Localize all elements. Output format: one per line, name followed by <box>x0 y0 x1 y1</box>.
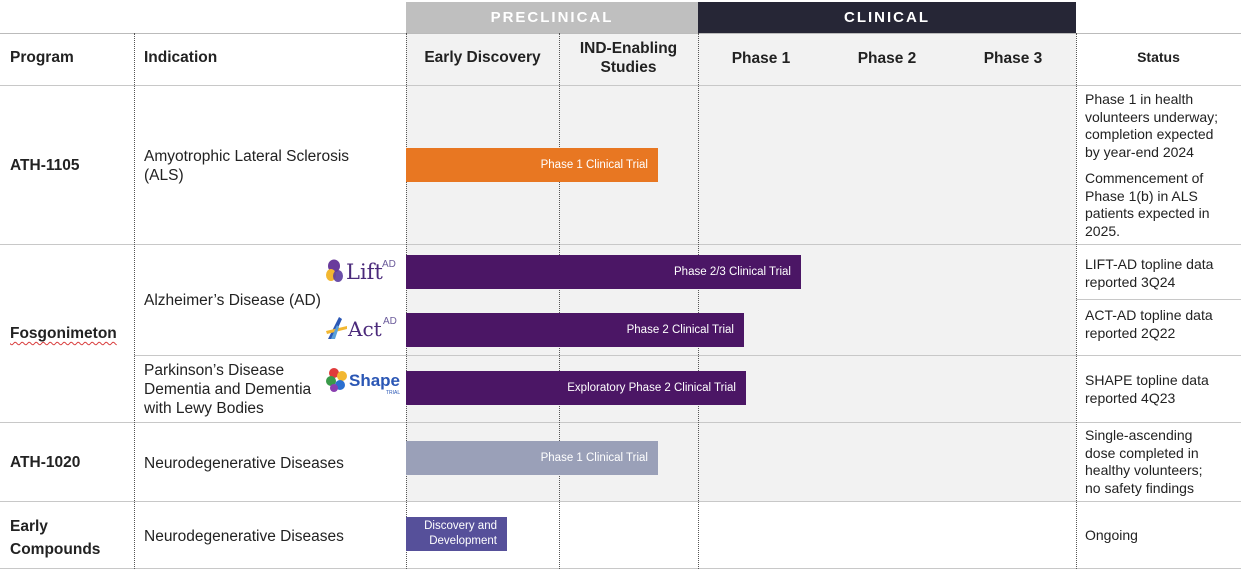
act-logo-sup: AD <box>383 316 397 327</box>
header-indication: Indication <box>144 49 218 66</box>
shape-logo-mark <box>326 368 347 392</box>
header-phase1: Phase 1 <box>731 50 791 67</box>
status-ath-1020-line: Single-ascending <box>1085 427 1193 443</box>
progress-bar-act-ad: Phase 2 Clinical Trial <box>406 313 744 347</box>
indication-als-line1: Amyotrophic Lateral Sclerosis <box>144 148 350 165</box>
shape-logo-text: Shape <box>349 371 401 390</box>
progress-bar-shape: Exploratory Phase 2 Clinical Trial <box>406 371 746 405</box>
rule-header <box>0 85 1241 86</box>
status-act-ad: ACT-AD topline data reported 2Q22 <box>1085 307 1237 342</box>
status-ath-1105-b-line: 2025. <box>1085 222 1121 239</box>
rule-ad-pdd <box>134 355 1241 356</box>
act-ad-logo: Act AD <box>325 314 401 342</box>
indication-als: Amyotrophic Lateral Sclerosis (ALS) <box>144 147 349 185</box>
bar-label-ath-1020: Phase 1 Clinical Trial <box>540 452 648 464</box>
status-act-ad-line: ACT-AD topline data <box>1085 307 1213 323</box>
header-ind-enabling-line2: Studies <box>600 59 657 76</box>
status-ath-1105-b-line: Commencement of <box>1085 170 1204 186</box>
col-sep-clinical <box>698 33 699 569</box>
program-early-line1: Early <box>10 518 48 535</box>
header-phase3: Phase 3 <box>983 50 1043 67</box>
lift-logo-mark <box>326 259 343 282</box>
progress-bar-lift-ad: Phase 2/3 Clinical Trial <box>406 255 801 289</box>
status-ath-1020: Single-ascending dose completed in healt… <box>1085 427 1237 497</box>
shape-logo: Shape TRIAL <box>325 366 401 398</box>
status-ath-1105-a-line: Phase 1 in health <box>1085 91 1194 107</box>
header-program: Program <box>10 49 74 66</box>
bar-label-early-line2: Development <box>429 535 497 547</box>
program-early-compounds: Early Compounds <box>10 515 100 561</box>
progress-bar-early-compounds: Discovery and Development <box>406 517 507 551</box>
status-ath-1020-line: dose completed in <box>1085 444 1199 461</box>
program-fosgonimeton: Fosgonimeton <box>10 325 117 343</box>
rule-ath1020 <box>0 501 1241 502</box>
bar-label-shape: Exploratory Phase 2 Clinical Trial <box>567 382 736 394</box>
header-phase2: Phase 2 <box>857 50 917 67</box>
indication-ath-1020: Neurodegenerative Diseases <box>144 455 344 472</box>
col-sep-indication <box>406 33 407 569</box>
rule-bottom <box>0 568 1241 569</box>
bar-label-early-line1: Discovery and <box>424 520 497 532</box>
bar-label-ath-1105: Phase 1 Clinical Trial <box>540 159 648 171</box>
program-early-line2: Compounds <box>10 541 101 558</box>
status-shape: SHAPE topline data reported 4Q23 <box>1085 372 1237 407</box>
shape-logo-sub: TRIAL <box>386 390 401 396</box>
col-sep-status <box>1076 33 1077 569</box>
status-ath-1105-b-line: Phase 1(b) in ALS <box>1085 187 1198 204</box>
act-logo-text: Act <box>348 317 382 341</box>
status-act-ad-line: reported 2Q22 <box>1085 324 1176 341</box>
lift-logo-text: Lift <box>346 260 383 284</box>
indication-pdd-dlb: Parkinson’s Disease Dementia and Dementi… <box>144 361 311 418</box>
status-ath-1020-line: no safety findings <box>1085 479 1194 496</box>
indication-early-compounds: Neurodegenerative Diseases <box>144 528 344 545</box>
progress-bar-ath-1105: Phase 1 Clinical Trial <box>406 148 658 182</box>
program-ath-1020: ATH-1020 <box>10 454 81 471</box>
status-shape-line: reported 4Q23 <box>1085 389 1176 406</box>
rule-top <box>0 33 1241 34</box>
status-ath-1020-line: healthy volunteers; <box>1085 462 1203 478</box>
act-logo-mark <box>326 317 347 339</box>
status-lift-ad-line: LIFT-AD topline data <box>1085 256 1214 272</box>
status-lift-ad: LIFT-AD topline data reported 3Q24 <box>1085 256 1237 291</box>
col-sep-program <box>134 33 135 569</box>
header-status: Status <box>1137 49 1180 65</box>
status-ath-1105-a-line: by year-end 2024 <box>1085 143 1194 160</box>
progress-bar-ath-1020: Phase 1 Clinical Trial <box>406 441 658 475</box>
indication-als-line2: (ALS) <box>144 167 184 184</box>
indication-pdd-line: with Lewy Bodies <box>144 400 264 417</box>
bar-label-lift-ad: Phase 2/3 Clinical Trial <box>674 266 791 278</box>
status-shape-line: SHAPE topline data <box>1085 372 1209 388</box>
status-ath-1105-a-line: volunteers underway; <box>1085 108 1219 125</box>
row-shade-header <box>406 33 1076 85</box>
lift-ad-logo: Lift AD <box>325 257 401 287</box>
bar-label-act-ad: Phase 2 Clinical Trial <box>626 324 734 336</box>
header-ind-enabling: IND-Enabling Studies <box>559 39 698 77</box>
status-ath-1105-b-line: patients expected in <box>1085 205 1210 221</box>
status-early-compounds: Ongoing <box>1085 527 1138 543</box>
header-early-discovery: Early Discovery <box>424 49 541 66</box>
rule-ath1105 <box>0 244 1241 245</box>
rule-fosgonimeton <box>0 422 1241 423</box>
lift-logo-sup: AD <box>382 259 396 270</box>
col-sep-ind-enabling <box>559 33 560 569</box>
header-ind-enabling-line1: IND-Enabling <box>579 40 678 57</box>
indication-pdd-line: Dementia and Dementia <box>144 381 312 398</box>
program-fosgonimeton-text: Fosgonimeton <box>10 325 117 342</box>
indication-alzheimers: Alzheimer’s Disease (AD) <box>144 292 321 309</box>
program-ath-1105: ATH-1105 <box>10 157 80 174</box>
rule-lift-act <box>1076 299 1241 300</box>
status-ath-1105-a-line: completion expected <box>1085 126 1214 142</box>
status-lift-ad-line: reported 3Q24 <box>1085 273 1176 290</box>
clinical-band: CLINICAL <box>698 2 1076 33</box>
status-ath-1105-a: Phase 1 in health volunteers underway; c… <box>1085 91 1237 161</box>
preclinical-band: PRECLINICAL <box>406 2 698 33</box>
status-ath-1105-b: Commencement of Phase 1(b) in ALS patien… <box>1085 170 1237 240</box>
indication-pdd-line: Parkinson’s Disease <box>144 362 285 379</box>
